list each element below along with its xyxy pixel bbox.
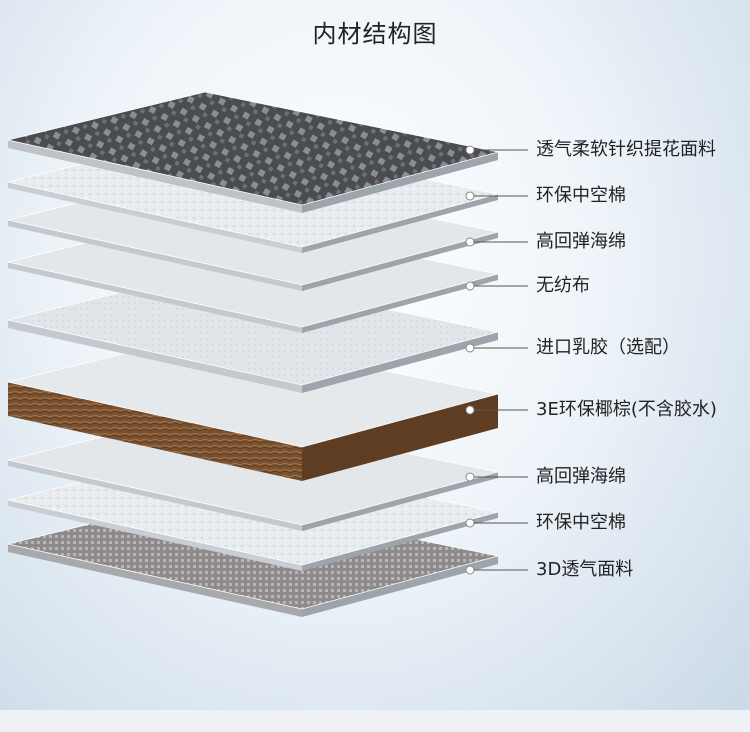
- layer-side-left: [8, 140, 302, 213]
- layer-label-4: 无纺布: [536, 275, 590, 296]
- leader-dot: [465, 405, 475, 415]
- layer-side-left: [8, 500, 302, 571]
- layer-side-right: [302, 394, 498, 481]
- layer-label-1: 透气柔软针织提花面料: [536, 139, 716, 160]
- leader-dot: [465, 343, 475, 353]
- layer-label-3: 高回弹海绵: [536, 231, 626, 252]
- layer-side-right: [302, 232, 498, 291]
- layer-side-right: [302, 274, 498, 333]
- layer-label-2: 环保中空棉: [536, 185, 626, 206]
- layer-label-5: 进口乳胶（选配）: [536, 337, 680, 358]
- layer-5: [7, 271, 499, 393]
- layer-side-left: [8, 544, 302, 617]
- layer-side-left: [8, 460, 302, 531]
- leader-dot: [465, 518, 475, 528]
- layer-side-right: [302, 152, 498, 213]
- layer-top: [7, 91, 499, 206]
- layer-1: [7, 91, 499, 213]
- layer-6: [7, 333, 499, 481]
- footer-bar: [0, 710, 750, 732]
- diagram-title: 内材结构图: [312, 20, 438, 48]
- layer-side-right: [302, 332, 498, 393]
- layer-side-left: [8, 382, 302, 481]
- layer-side-left: [8, 262, 302, 333]
- layer-label-8: 环保中空棉: [536, 512, 626, 533]
- layer-label-7: 高回弹海绵: [536, 466, 626, 487]
- leader-dot: [465, 237, 475, 247]
- leader-dot: [465, 191, 475, 201]
- leader-dot: [465, 565, 475, 575]
- layer-side-right: [302, 194, 498, 253]
- layer-side-right: [302, 472, 498, 531]
- leader-dot: [465, 145, 475, 155]
- layer-side-left: [8, 182, 302, 253]
- layer-label-6: 3E环保椰棕(不含胶水): [536, 399, 717, 420]
- layer-side-left: [8, 320, 302, 393]
- leader-dot: [465, 281, 475, 291]
- layer-side-left: [8, 220, 302, 291]
- layer-label-9: 3D透气面料: [536, 559, 634, 580]
- layer-side-right: [302, 512, 498, 571]
- layer-side-right: [302, 556, 498, 617]
- leader-dot: [465, 472, 475, 482]
